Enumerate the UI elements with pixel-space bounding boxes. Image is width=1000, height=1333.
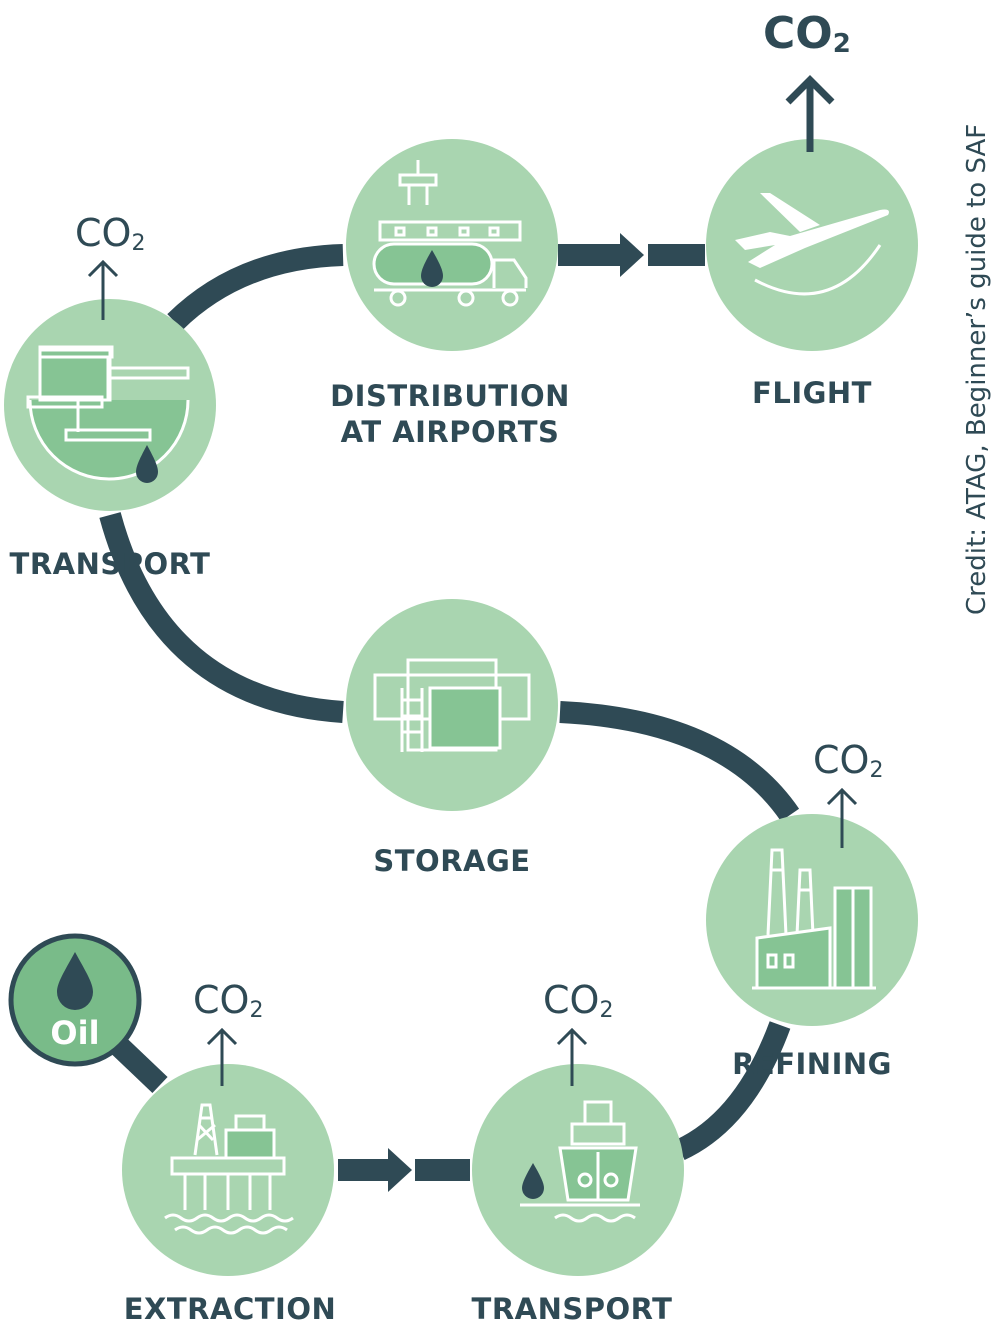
distribution-label: DISTRIBUTION AT AIRPORTS — [300, 378, 600, 450]
co2-label-refining: CO2 — [813, 738, 884, 783]
connector-refining-storage — [559, 701, 800, 822]
transport-sea-label: TRANSPORT — [471, 1292, 673, 1326]
extraction-label: EXTRACTION — [123, 1292, 337, 1326]
oil-drop-icon-truck — [421, 250, 443, 287]
co2-arrows — [87, 259, 858, 1086]
oil-drop-icon-pipeline — [136, 445, 158, 483]
co2-label-extraction: CO2 — [193, 978, 264, 1023]
co2-arrow-transport-pipeline — [87, 259, 119, 320]
connectors — [99, 244, 800, 1181]
oil-drop-icon-ship — [522, 1163, 544, 1199]
arrow-head-extraction-transport — [388, 1148, 412, 1192]
distribution-label-line1: DISTRIBUTION — [330, 379, 570, 413]
refining-label: REFINING — [732, 1047, 892, 1081]
ship-icon — [520, 1100, 640, 1223]
oil-badge — [8, 933, 142, 1067]
arrow-head-distribution-flight — [620, 233, 644, 277]
extraction-circle — [122, 1064, 334, 1276]
oil-drop-icon — [57, 952, 93, 1010]
credit-text: Credit: ATAG, Beginner’s guide to SAF — [962, 123, 992, 615]
co2-arrow-transport-sea — [556, 1027, 588, 1086]
connector-transport-refining — [675, 1021, 791, 1160]
oil-badge-label: Oil — [50, 1014, 100, 1052]
co2-arrow-extraction — [206, 1027, 238, 1086]
co2-label-transport-pipeline: CO2 — [75, 211, 146, 256]
connector-transport-distribution — [167, 244, 344, 330]
co2-arrow-flight — [785, 75, 835, 152]
connector-oil-extraction — [110, 1037, 168, 1093]
co2-label-transport-sea: CO2 — [543, 978, 614, 1023]
oil-platform-icon — [164, 1103, 294, 1235]
storage-tank-icon — [373, 658, 531, 752]
tanker-truck-icon — [372, 160, 528, 307]
connector-storage-transport — [99, 512, 344, 723]
co2-arrow-refining — [826, 787, 858, 848]
distribution-label-line2: AT AIRPORTS — [340, 415, 560, 449]
refinery-icon — [752, 848, 876, 990]
airplane-icon — [735, 193, 889, 296]
co2-label-flight: CO2 — [763, 8, 851, 60]
flight-label: FLIGHT — [752, 376, 872, 410]
transport-pipeline-label: TRANSPORT — [9, 547, 211, 581]
storage-label: STORAGE — [373, 844, 531, 878]
